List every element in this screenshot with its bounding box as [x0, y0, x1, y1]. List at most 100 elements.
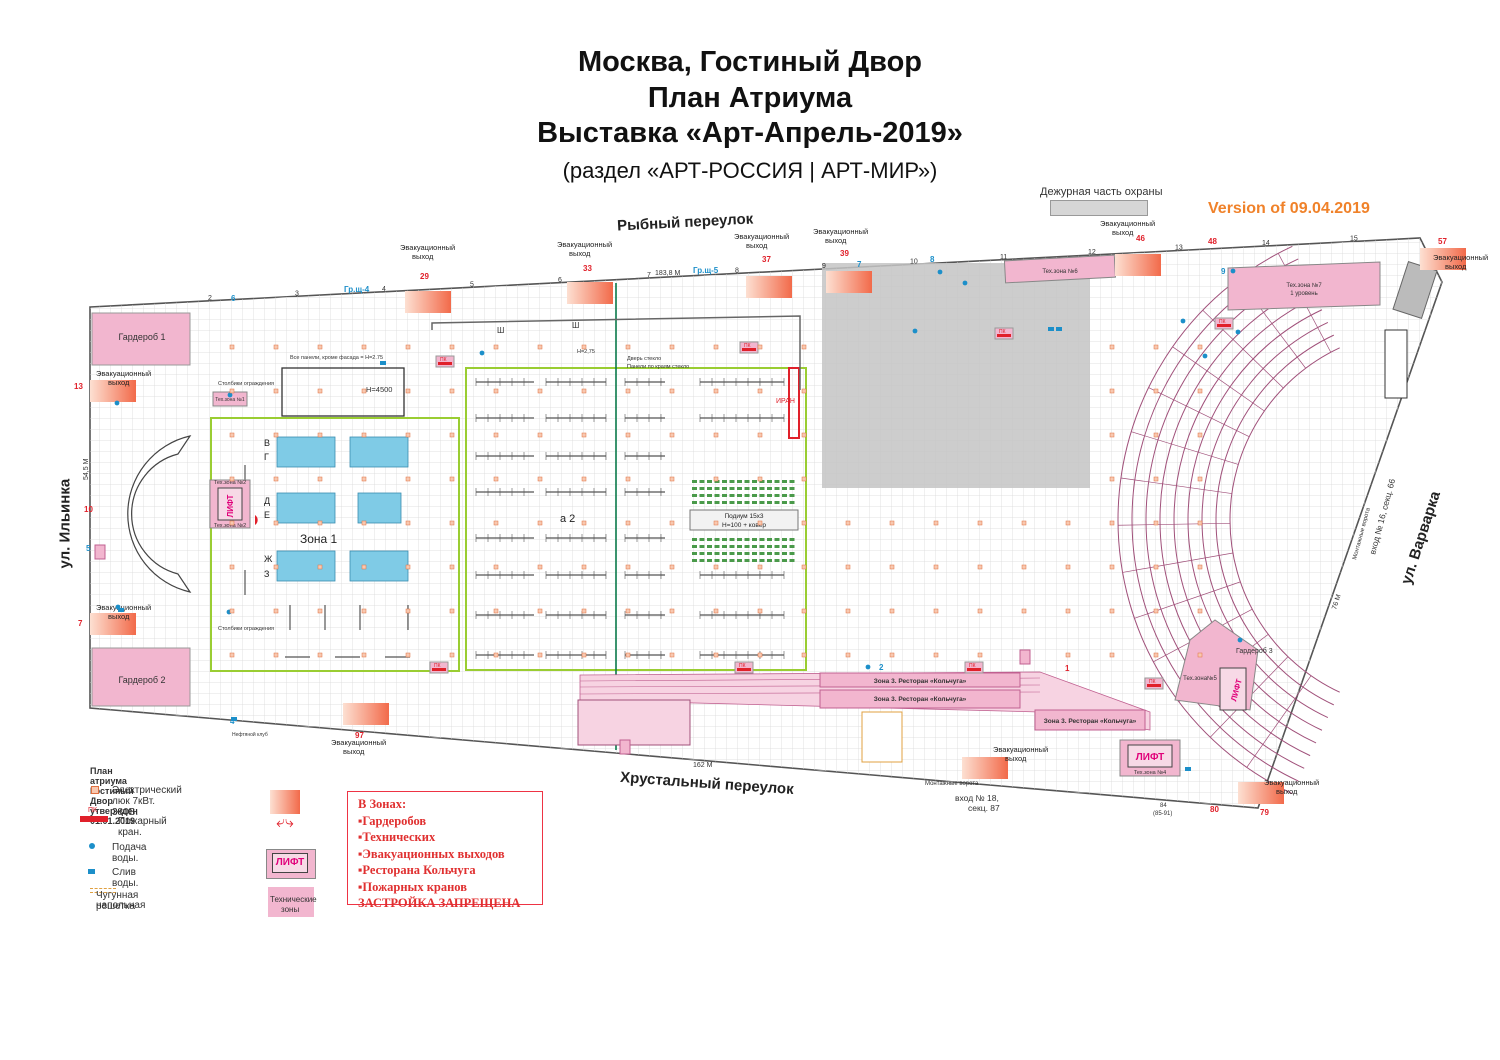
restaurant-zone-1 — [819, 672, 1021, 688]
exit-label: выход — [569, 249, 591, 258]
electric-hatch-marker — [581, 432, 587, 438]
water-supply-marker — [114, 400, 120, 406]
sector-number: 14 — [1262, 240, 1270, 247]
exit-label: выход — [746, 241, 768, 250]
electric-hatch-marker — [493, 388, 499, 394]
grsh5-label: Гр.щ-5 — [693, 266, 719, 275]
lift-south — [1127, 744, 1173, 768]
exit-number: 79 — [1260, 808, 1269, 817]
glass-panels-label: Панели по краям стекло — [627, 364, 689, 370]
fire-hydrant-label: ПК — [969, 663, 976, 669]
zone-1-label: Зона 1 — [300, 532, 338, 546]
electric-hatch-marker — [625, 344, 631, 350]
electric-hatch-marker — [537, 520, 543, 526]
seat — [744, 552, 750, 555]
legend-exit-arrows: ⤶⤷ — [276, 814, 294, 831]
seat — [737, 501, 742, 504]
water-supply-marker — [1202, 353, 1208, 359]
water-drain-marker — [1056, 327, 1062, 331]
amphitheatre-row — [1215, 334, 1335, 706]
electric-hatch-marker — [757, 564, 763, 570]
exit-label: выход — [1005, 754, 1027, 763]
sector-number: 11 — [1000, 254, 1007, 261]
seat — [737, 480, 742, 483]
electric-hatch-marker — [1153, 564, 1159, 570]
seat — [759, 501, 765, 504]
electric-hatch-marker — [669, 520, 675, 526]
exit-marker — [1420, 248, 1466, 270]
seat — [722, 480, 727, 483]
amphitheatre-aisle — [1246, 675, 1312, 768]
posts-label-bottom: Столбики ограждения — [218, 626, 274, 632]
electric-hatch-marker — [669, 432, 675, 438]
electric-hatch-marker — [889, 608, 895, 614]
electric-hatch-marker — [493, 344, 499, 350]
seat — [752, 480, 757, 483]
exit-label: выход — [1445, 262, 1467, 271]
electric-hatch-marker — [273, 344, 279, 350]
electric-hatch-marker — [537, 652, 543, 658]
electric-hatch-marker — [757, 520, 763, 526]
seat — [699, 552, 705, 555]
fire-hydrant-box — [734, 661, 754, 674]
zone-2-label: а 2 — [560, 513, 575, 525]
electric-hatch-marker — [713, 476, 719, 482]
electric-hatch-marker — [801, 520, 807, 526]
water-supply-marker — [1230, 268, 1236, 274]
seat — [767, 538, 772, 541]
electric-hatch-marker — [537, 388, 543, 394]
seat — [737, 487, 742, 490]
electric-hatch-marker — [669, 608, 675, 614]
electric-hatch-marker — [273, 476, 279, 482]
seat — [782, 552, 787, 555]
seat — [744, 494, 750, 497]
seat — [767, 552, 772, 555]
legend-grate-2: напольная — [96, 900, 146, 911]
restriction-item-4: ▪Пожарных кранов — [358, 879, 467, 894]
restriction-item-2: ▪Эвакуационных выходов — [358, 846, 505, 861]
seat — [782, 494, 787, 497]
title-plan: План Атриума — [647, 82, 853, 114]
lift-west — [217, 487, 243, 521]
lift-south-label: ЛИФТ — [1136, 752, 1164, 763]
electric-hatch-marker — [361, 608, 367, 614]
sector-number: 15 — [1350, 236, 1358, 243]
marker-number: 10 — [84, 505, 93, 514]
seat — [789, 480, 795, 483]
seat — [744, 487, 750, 490]
electric-hatch-marker — [1153, 344, 1159, 350]
seat — [737, 559, 742, 562]
electric-hatch-marker — [1153, 388, 1159, 394]
seat — [759, 494, 765, 497]
seat — [782, 487, 787, 490]
title-section: (раздел «АРТ-РОССИЯ | АРТ-МИР») — [562, 158, 938, 183]
tech-zone-5-label: Тех.зона№5 — [1183, 675, 1217, 682]
seat — [774, 480, 780, 483]
seat — [729, 538, 735, 541]
tech-zone-6-label: Тех.зона №6 — [1042, 268, 1078, 275]
row-letter: Е — [264, 510, 270, 520]
exit-number: 13 — [74, 382, 83, 391]
fire-hydrant-box — [994, 327, 1014, 340]
exit-number: 57 — [1438, 237, 1447, 246]
electric-hatch-marker — [317, 564, 323, 570]
exit-label: выход — [1276, 787, 1298, 796]
electric-hatch-marker — [229, 520, 235, 526]
grsh4-label: Гр.щ-4 — [344, 285, 370, 294]
electric-hatch-marker — [273, 520, 279, 526]
water-supply-marker — [937, 269, 943, 275]
tech-marker — [94, 544, 106, 560]
legend-grate-icon — [90, 888, 116, 893]
electric-hatch-marker — [317, 520, 323, 526]
electric-hatch-marker — [1065, 652, 1071, 658]
seat — [752, 494, 757, 497]
legend-electric: Электрический люк 7кВт. 380В. — [112, 785, 182, 818]
water-supply-marker — [227, 392, 233, 398]
electric-hatch-marker — [229, 476, 235, 482]
electric-hatch-marker — [801, 388, 807, 394]
amphitheatre-aisle — [1118, 522, 1231, 526]
seat — [789, 552, 795, 555]
seat — [707, 552, 712, 555]
legend-water-supply: Подача воды. — [112, 842, 147, 864]
